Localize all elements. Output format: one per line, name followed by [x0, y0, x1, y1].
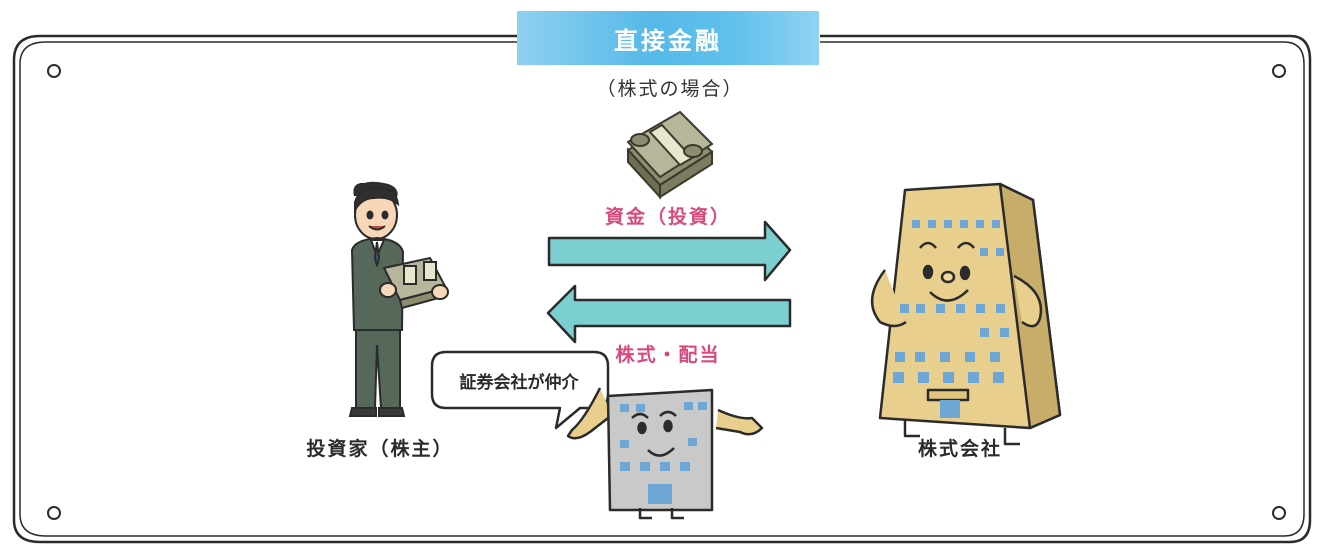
flow-label-investment: 資金（投資） [604, 206, 731, 228]
title-banner: 直接金融 [517, 11, 819, 65]
company-windows [893, 220, 1009, 418]
corner-hole-top-right [1272, 64, 1286, 78]
flow-label-shares: 株式・配当 [615, 344, 721, 366]
money-bundle-icon [626, 110, 714, 200]
arrow-right-investment [547, 220, 792, 282]
company-label: 株式会社 [917, 438, 1002, 460]
subtitle: （株式の場合） [596, 78, 744, 100]
broker-windows [620, 402, 707, 504]
outer-frame [12, 34, 1312, 544]
corner-hole-top-left [47, 64, 61, 78]
company-building-icon [871, 182, 1062, 446]
investor-label: 投資家（株主） [306, 438, 454, 460]
corner-hole-bottom-left [47, 506, 61, 520]
broker-building-icon [566, 387, 764, 520]
page-title: 直接金融 [614, 26, 722, 55]
corner-hole-bottom-right [1272, 506, 1286, 520]
speech-bubble [430, 350, 610, 430]
investor-figure-icon [348, 181, 449, 417]
broker-speech-text: 証券会社が仲介 [459, 372, 579, 393]
arrow-left-shares [546, 284, 792, 344]
